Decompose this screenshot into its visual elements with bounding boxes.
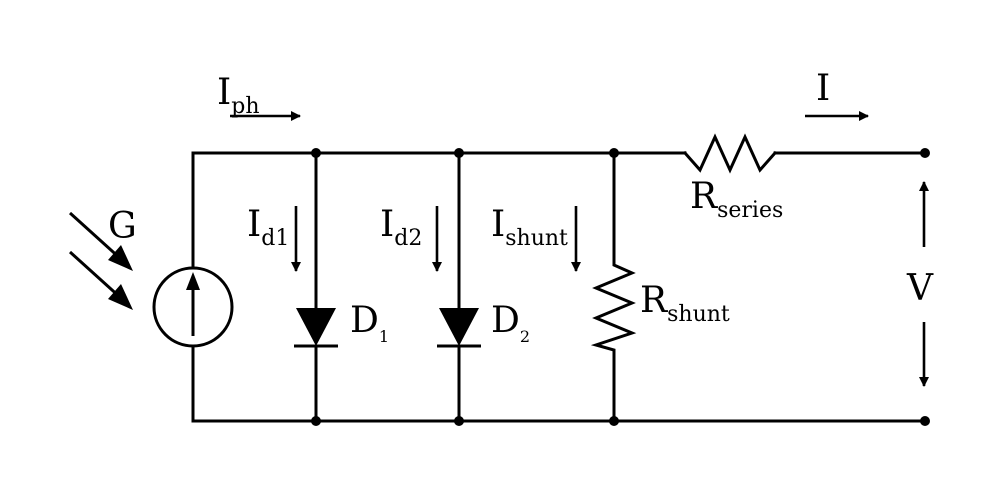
label-id1: Id1 — [247, 204, 289, 251]
label-g: G — [108, 206, 137, 247]
junction-dots — [311, 148, 619, 426]
rshunt-resistor-icon — [590, 151, 637, 423]
d1-diode-icon — [296, 308, 336, 346]
label-v: V — [906, 268, 934, 309]
irradiance-arrows-icon — [68, 211, 133, 310]
label-iph: Iph — [217, 72, 260, 119]
d2-diode-icon — [439, 308, 479, 346]
label-d2: D2 — [491, 300, 530, 346]
label-rshunt: Rshunt — [640, 280, 730, 327]
label-i: I — [816, 68, 830, 109]
current-source-arrowhead — [186, 272, 200, 290]
label-rseries: Rseries — [690, 176, 783, 223]
terminal-dots — [920, 148, 930, 426]
rseries-resistor-icon — [682, 133, 778, 174]
label-id2: Id2 — [380, 204, 422, 251]
label-d1: D1 — [350, 300, 389, 346]
label-ishunt: Ishunt — [491, 204, 568, 251]
